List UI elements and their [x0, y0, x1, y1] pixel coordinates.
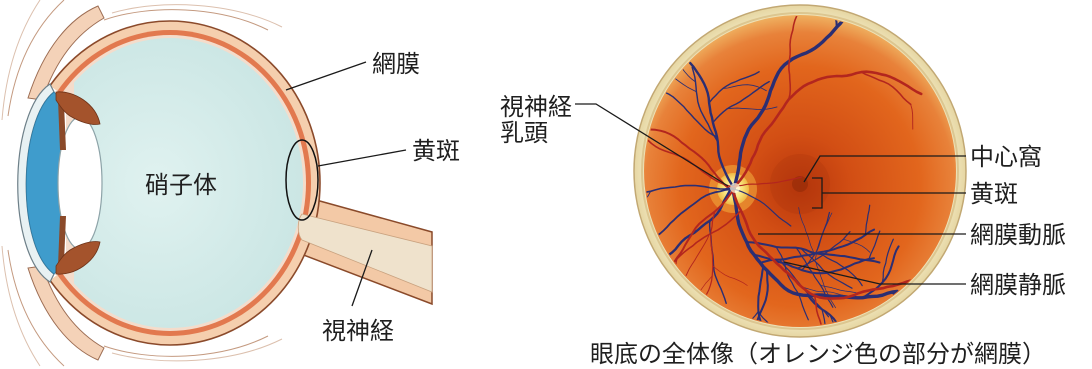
fundus-caption: 眼底の全体像（オレンジ色の部分が網膜） — [590, 340, 1046, 368]
label-macula: 黄斑 — [412, 137, 460, 165]
optic-disc-cup — [730, 183, 740, 193]
label-optic-nerve: 視神経 — [322, 317, 394, 345]
leader-line-macula — [318, 150, 406, 166]
label-retinal-vein: 網膜静脈 — [970, 271, 1066, 299]
label-macula-fundus: 黄斑 — [970, 180, 1018, 208]
label-retina: 網膜 — [372, 50, 420, 78]
eyeball-cross-section: 網膜 黄斑 硝子体 視神経 — [2, 0, 460, 366]
label-retinal-artery: 網膜動脈 — [970, 221, 1066, 249]
leader-line-retina — [286, 62, 366, 90]
label-optic-disc-line2: 乳頭 — [500, 119, 548, 147]
label-vitreous: 硝子体 — [145, 171, 217, 199]
label-fovea: 中心窩 — [970, 143, 1042, 171]
label-optic-disc-line1: 視神経 — [500, 93, 572, 121]
fundus-view: 視神経 乳頭 中心窩 黄斑 網膜動脈 網膜静脈 眼底の全体像（オレンジ色の部分が… — [500, 5, 1066, 368]
